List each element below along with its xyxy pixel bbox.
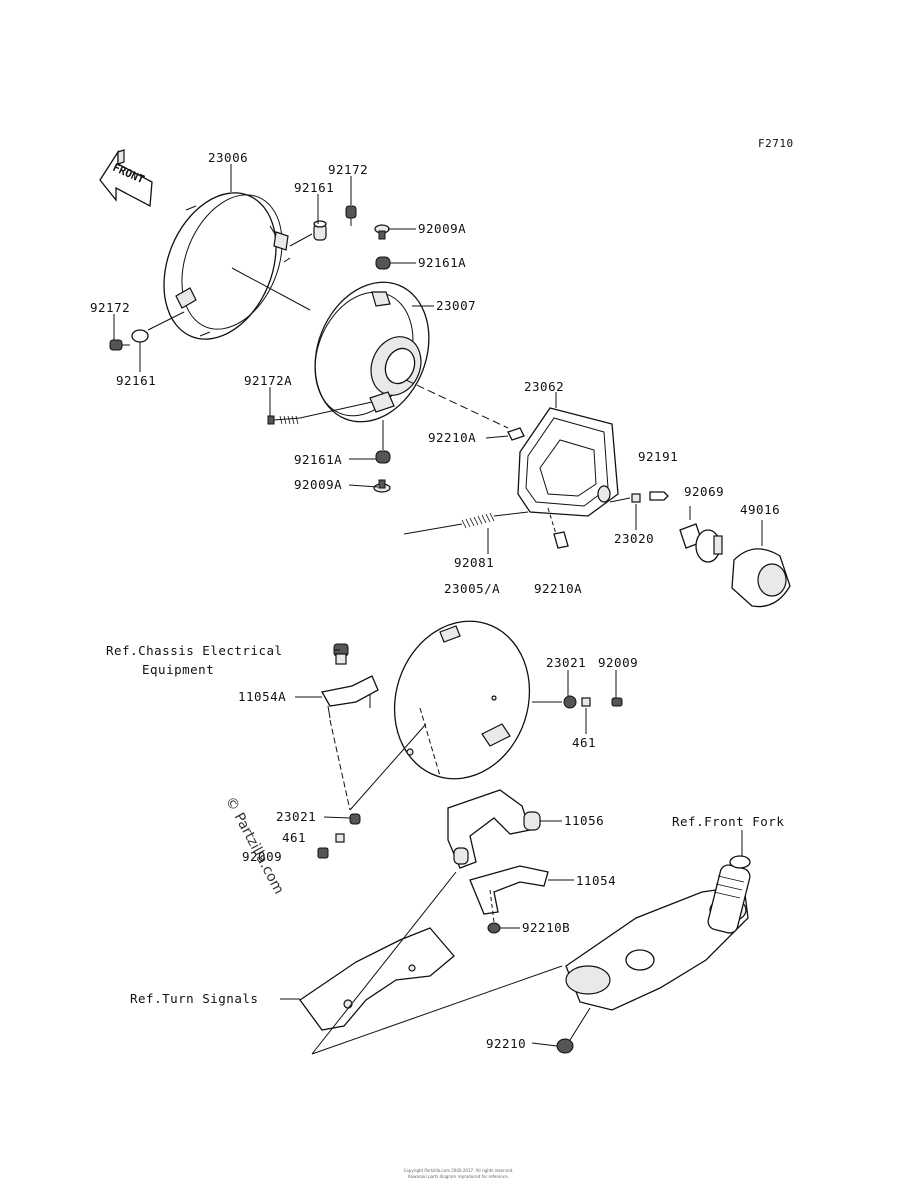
part-label-23007[interactable]: 23007: [436, 298, 477, 313]
turn-signal-bracket: [299, 871, 563, 1055]
ref-label-chassis-equipment[interactable]: Equipment: [142, 662, 215, 677]
figure-code: F2710: [758, 137, 794, 150]
ref-label-turn-signals[interactable]: Ref.Turn Signals: [130, 991, 259, 1006]
front-arrow-icon: FRONT: [99, 149, 153, 208]
nut-23020: [631, 493, 641, 503]
headlight-housing-23007: [314, 281, 509, 429]
part-label-23006[interactable]: 23006: [208, 150, 249, 165]
grommet-92161A-bottom: [375, 450, 391, 464]
part-label-92172-left[interactable]: 92172: [90, 300, 131, 315]
part-label-23021-bottom[interactable]: 23021: [276, 809, 317, 824]
part-label-461-top[interactable]: 461: [572, 735, 597, 750]
headlight-unit-23062: [517, 407, 619, 517]
nut-92210: [556, 1038, 574, 1054]
ref-label-chassis-electrical[interactable]: Ref.Chassis Electrical: [106, 643, 283, 658]
part-label-23005A[interactable]: 23005/A: [444, 581, 501, 596]
grommet-92161A-top: [375, 256, 391, 270]
part-label-23020[interactable]: 23020: [614, 531, 655, 546]
bulb-socket-92191: [649, 491, 669, 501]
clip-92210A-top: [507, 427, 525, 441]
part-label-23021-top[interactable]: 23021: [546, 655, 587, 670]
screw-92009-right: [611, 697, 623, 707]
part-label-92069[interactable]: 92069: [684, 484, 725, 499]
bracket-11054A: [320, 675, 379, 719]
part-label-92161-left[interactable]: 92161: [116, 373, 157, 388]
bolt-chassis-electrical: [333, 643, 349, 665]
nut-92210B: [487, 922, 501, 934]
steering-stem-clamp: [565, 855, 751, 1011]
spring-92081: [403, 511, 529, 554]
part-label-11056[interactable]: 11056: [564, 813, 605, 828]
part-label-92210A-top[interactable]: 92210A: [428, 430, 477, 445]
fastener-92161-top: [313, 220, 327, 241]
footer-line-2: Kawasaki parts diagram reproduced for re…: [408, 1174, 509, 1179]
part-label-23062[interactable]: 23062: [524, 379, 565, 394]
part-label-49016[interactable]: 49016: [740, 502, 781, 517]
dust-cover-49016: [731, 520, 791, 608]
part-label-92210[interactable]: 92210: [486, 1036, 527, 1051]
part-label-11054A[interactable]: 11054A: [238, 689, 287, 704]
part-label-92172-top[interactable]: 92172: [328, 162, 369, 177]
part-label-92009A-bottom[interactable]: 92009A: [294, 477, 343, 492]
footer-line-1: Copyright Partzilla.com 2000-2017. All r…: [403, 1168, 514, 1173]
screw-92172-left: [109, 339, 130, 351]
part-label-92161A-top[interactable]: 92161A: [418, 255, 467, 270]
part-label-92009-bottom[interactable]: 92009: [242, 849, 283, 864]
collar-461-right: [581, 697, 591, 707]
part-label-92172A[interactable]: 92172A: [244, 373, 293, 388]
clip-92210A-bottom: [547, 507, 569, 549]
collar-461-left: [335, 833, 345, 843]
screw-92009-left: [317, 847, 329, 859]
part-label-92009A-top[interactable]: 92009A: [418, 221, 467, 236]
bracket-11056: [447, 789, 541, 869]
screw-92172A: [267, 401, 373, 425]
headlight-rim-23006: [163, 192, 311, 340]
leader-lines: [113, 164, 743, 1047]
part-label-92081[interactable]: 92081: [454, 555, 495, 570]
fastener-92161-left: [131, 329, 149, 343]
ref-label-front-fork[interactable]: Ref.Front Fork: [672, 814, 785, 829]
screw-92009A-bottom: [373, 479, 391, 493]
bracket-11054: [469, 865, 549, 915]
part-label-92161-top[interactable]: 92161: [294, 180, 335, 195]
grommet-23021-right: [563, 695, 577, 709]
bulb-92069: [679, 506, 723, 563]
part-label-92210A-bottom[interactable]: 92210A: [534, 581, 583, 596]
part-label-92009-top[interactable]: 92009: [598, 655, 639, 670]
part-label-461-bottom[interactable]: 461: [282, 830, 307, 845]
screw-92172-top: [345, 205, 357, 226]
part-label-11054[interactable]: 11054: [576, 873, 617, 888]
part-label-92161A-bottom[interactable]: 92161A: [294, 452, 343, 467]
grommet-23021-left: [349, 813, 361, 825]
screw-92009A-top: [374, 224, 390, 240]
part-label-92210B[interactable]: 92210B: [522, 920, 571, 935]
part-label-92191[interactable]: 92191: [638, 449, 679, 464]
headlight-shell: [393, 620, 531, 780]
